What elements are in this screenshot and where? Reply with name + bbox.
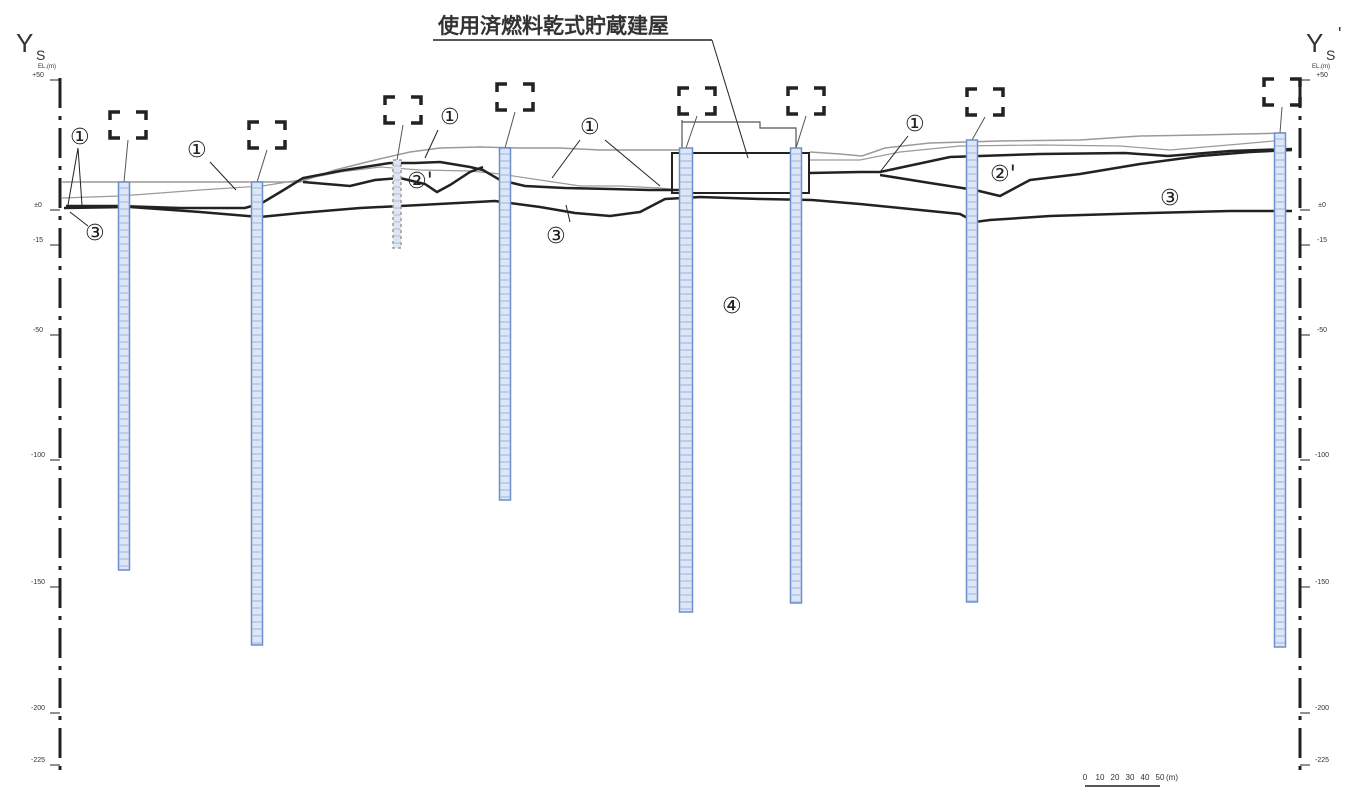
borehole-leader	[396, 124, 404, 161]
borehole-leader	[1279, 106, 1283, 134]
building-body	[671, 152, 810, 194]
tick-label: -15	[1317, 237, 1327, 244]
scale-unit: (m)	[1166, 773, 1178, 782]
layer-boundary-lower	[63, 195, 1292, 224]
borehole	[108, 110, 148, 571]
svg-text:EL.(m): EL.(m)	[1312, 64, 1330, 70]
layer-label-3: ③	[546, 224, 566, 249]
tick-label: ±0	[34, 202, 42, 209]
borehole-leader	[504, 111, 516, 149]
layer-2-lens-left	[302, 165, 484, 194]
scale-tick-label: 50	[1156, 773, 1165, 782]
scale-tick-label: 20	[1111, 773, 1120, 782]
title-leader	[711, 39, 749, 159]
tick-label: -225	[31, 757, 45, 764]
borehole	[786, 86, 826, 604]
svg-text:S: S	[1326, 47, 1335, 63]
borehole	[965, 87, 1005, 603]
layer-2-lens-right	[879, 148, 1293, 198]
borehole-marker	[495, 82, 535, 112]
building-roof-left	[681, 120, 797, 153]
layer-label-1: ①	[440, 105, 460, 130]
borehole-column	[117, 181, 131, 571]
tick-label: -225	[1315, 757, 1329, 764]
tick-label: -200	[1315, 705, 1329, 712]
borehole	[247, 120, 287, 646]
boreholes	[108, 77, 1302, 648]
borehole-column	[678, 147, 694, 613]
layer-labels: ① ① ① ① ① ②' ②' ③ ③ ③ ④	[70, 105, 1180, 319]
tick-label: -15	[33, 237, 43, 244]
borehole-leader	[685, 115, 698, 149]
svg-text:EL.(m): EL.(m)	[38, 64, 56, 70]
layer-label-3: ③	[1160, 186, 1180, 211]
scale-bar: 0 10 20 30 40 50(m)	[1083, 773, 1178, 787]
borehole-column	[1273, 132, 1287, 648]
svg-text:': '	[1338, 24, 1341, 44]
layer-boundary-upper	[66, 147, 1293, 210]
building-title: 使用済燃料乾式貯蔵建屋	[437, 14, 669, 38]
borehole-column	[250, 181, 264, 646]
borehole-column	[498, 147, 512, 501]
borehole	[677, 86, 717, 613]
svg-text:Y: Y	[1306, 28, 1323, 58]
elevation-ticks-left: +50 ±0 -15 -50 -100 -150 -200 -225	[31, 72, 60, 766]
borehole-column	[965, 139, 979, 603]
tick-label: +50	[32, 72, 44, 79]
tick-label: -100	[31, 452, 45, 459]
ground-surface-line	[62, 132, 1286, 183]
borehole-marker	[1262, 77, 1302, 107]
borehole-leader	[123, 139, 129, 183]
borehole-leader	[971, 116, 986, 141]
layer-label-4: ④	[722, 294, 742, 319]
borehole-column	[789, 147, 803, 604]
svg-text:S: S	[36, 47, 45, 63]
borehole-marker	[383, 95, 423, 125]
tick-label: ±0	[1318, 202, 1326, 209]
borehole-leader	[256, 149, 268, 183]
label-leaders	[67, 129, 909, 227]
borehole-marker	[965, 87, 1005, 117]
ground-surface-line-2	[61, 139, 1286, 199]
borehole-column	[392, 159, 402, 249]
borehole-marker	[247, 120, 287, 150]
layer-label-1: ①	[905, 112, 925, 137]
scale-tick-label: 30	[1126, 773, 1135, 782]
tick-label: -50	[1317, 327, 1327, 334]
borehole	[495, 82, 535, 501]
section-marker-right: Y S ' EL.(m)	[1306, 24, 1341, 70]
layer-label-1: ①	[580, 115, 600, 140]
layer-label-3: ③	[85, 221, 105, 246]
borehole	[383, 95, 423, 249]
tick-label: -150	[31, 579, 45, 586]
svg-text:Y: Y	[16, 28, 33, 58]
layer-label-1: ①	[187, 138, 207, 163]
borehole-marker	[108, 110, 148, 140]
scale-tick-label: 40	[1141, 773, 1150, 782]
elevation-ticks-right: +50 ±0 -15 -50 -100 -150 -200 -225	[1300, 72, 1329, 766]
borehole-leader	[795, 115, 807, 149]
layer-label-2prime: ②'	[990, 162, 1016, 187]
tick-label: -100	[1315, 452, 1329, 459]
scale-tick-label: 0	[1083, 773, 1088, 782]
tick-label: -50	[33, 327, 43, 334]
scale-tick-label: 10	[1096, 773, 1105, 782]
tick-label: -200	[31, 705, 45, 712]
borehole	[1262, 77, 1302, 648]
tick-label: +50	[1316, 72, 1328, 79]
tick-label: -150	[1315, 579, 1329, 586]
borehole-marker	[786, 86, 826, 116]
layer-label-2prime: ②'	[407, 169, 433, 194]
section-marker-left: Y S EL.(m)	[16, 28, 56, 70]
layer-label-1: ①	[70, 125, 90, 150]
borehole-marker	[677, 86, 717, 116]
